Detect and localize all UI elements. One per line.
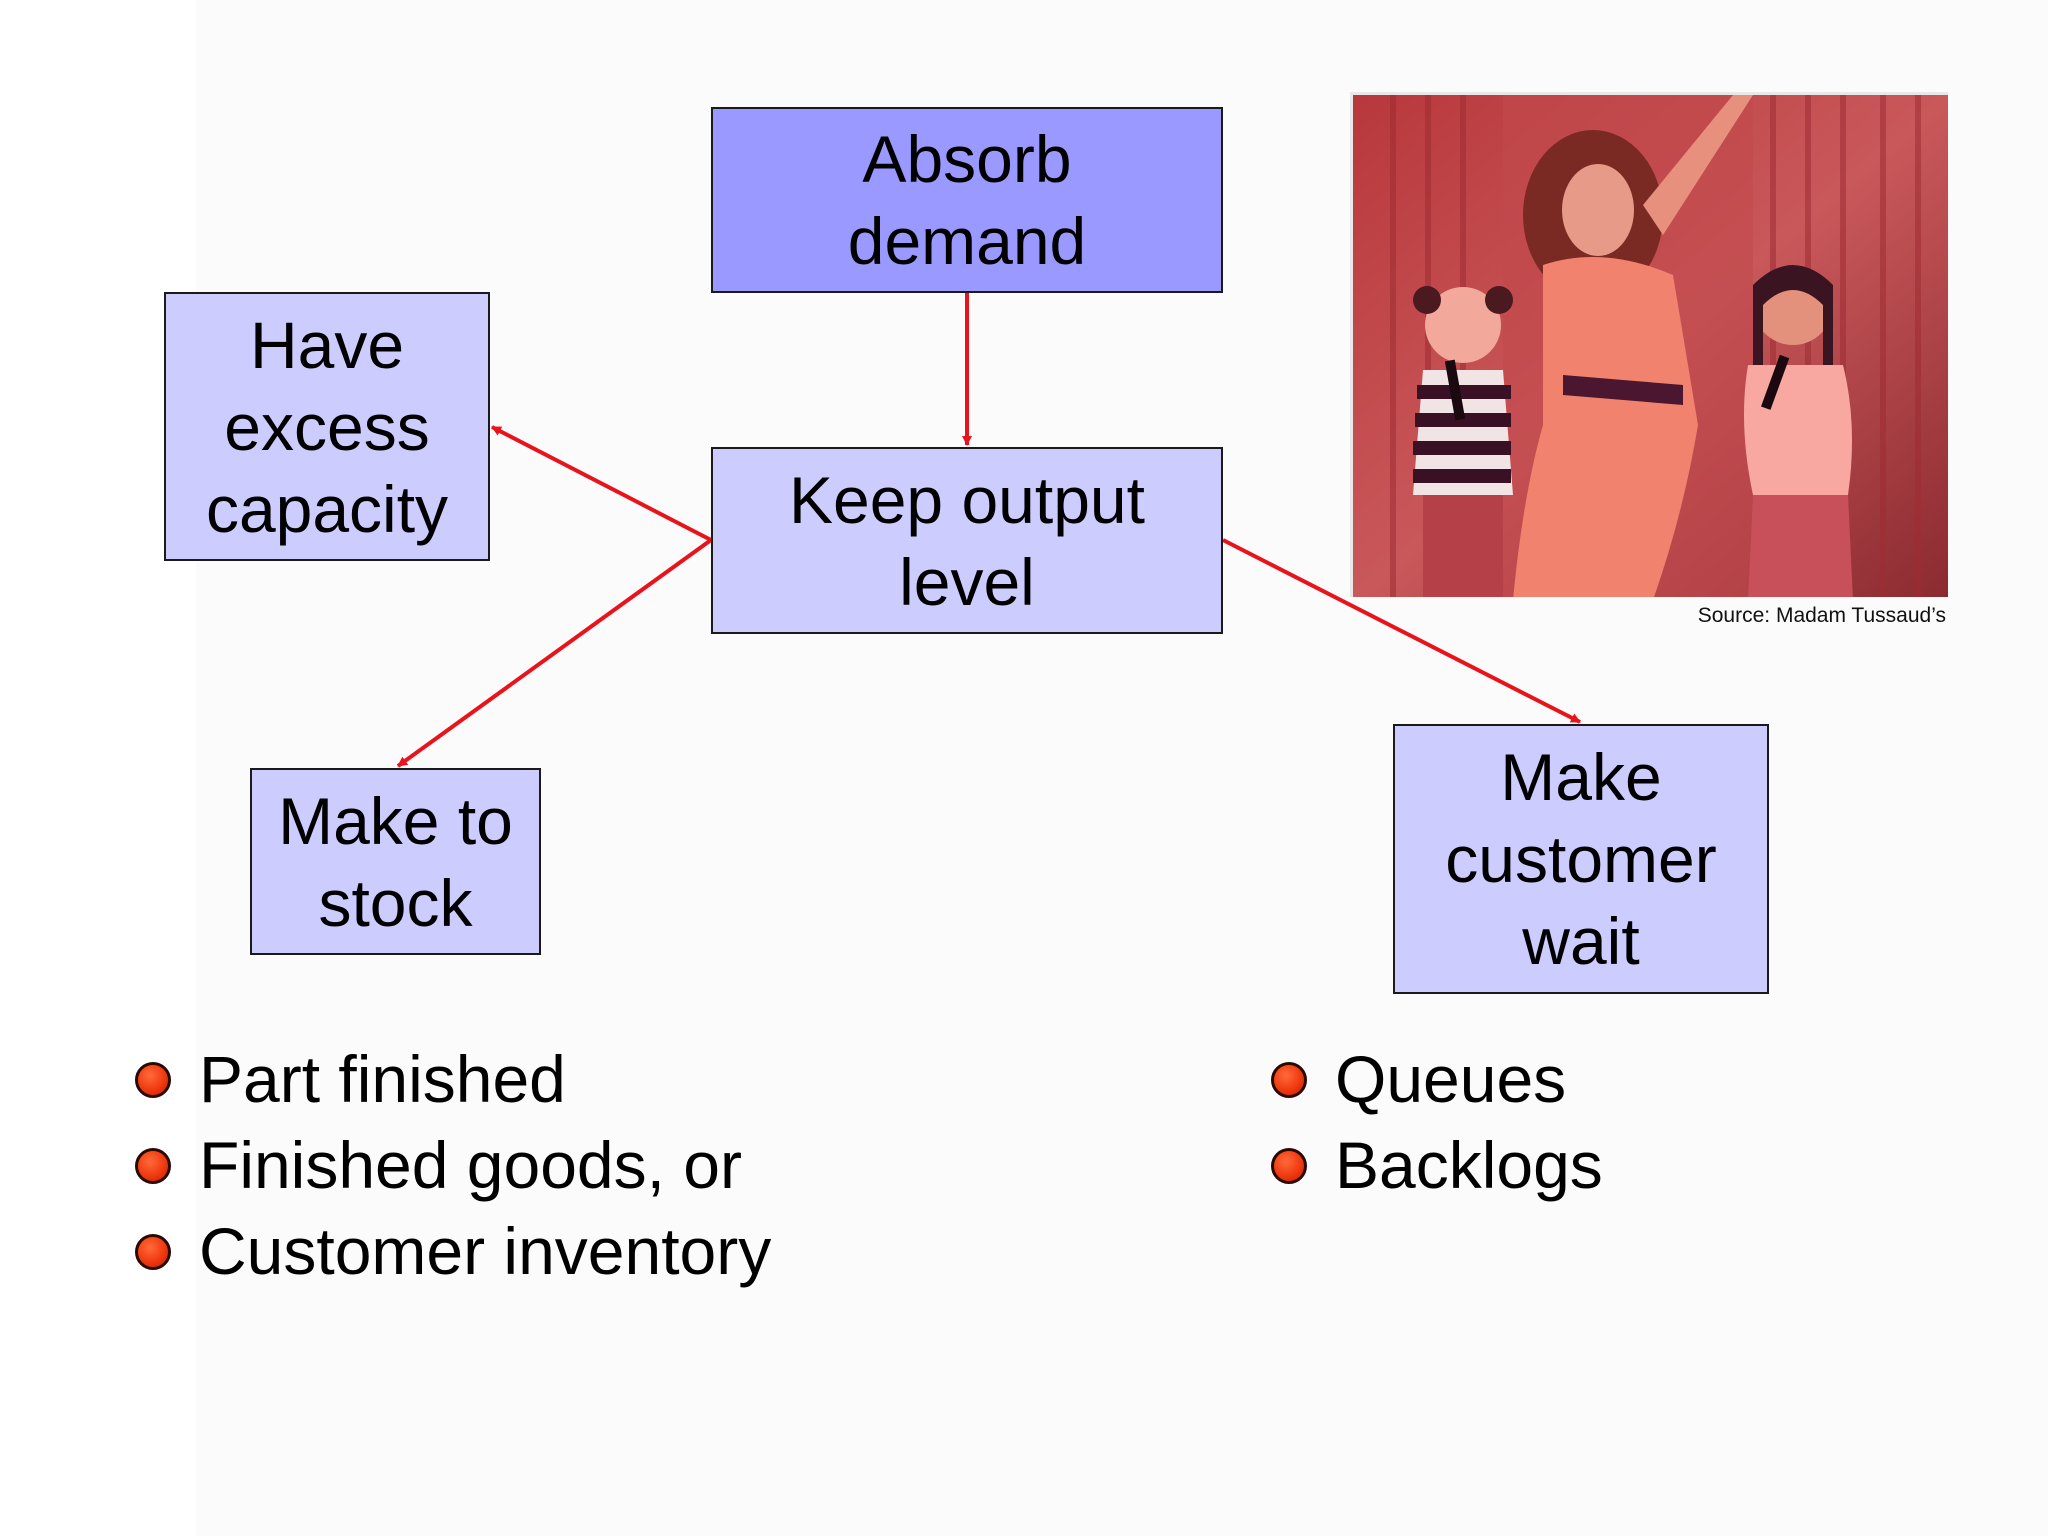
excess-capacity-box: Have excess capacity bbox=[164, 292, 490, 561]
bullet-dot-icon bbox=[135, 1234, 171, 1270]
list-item: Finished goods, or bbox=[135, 1122, 771, 1208]
photo-illustration bbox=[1353, 95, 1948, 597]
list-item-text: Backlogs bbox=[1335, 1128, 1603, 1202]
list-item-text: Queues bbox=[1335, 1042, 1567, 1116]
absorb-demand-box: Absorb demand bbox=[711, 107, 1223, 293]
customer-wait-label: Make customer wait bbox=[1445, 740, 1717, 978]
list-item-text: Part finished bbox=[199, 1042, 566, 1116]
wait-options-list: Queues Backlogs bbox=[1271, 1036, 1603, 1208]
keep-output-level-box: Keep output level bbox=[711, 447, 1223, 634]
stock-options-list: Part finished Finished goods, or Custome… bbox=[135, 1036, 771, 1294]
wax-figures-photo bbox=[1350, 92, 1948, 597]
absorb-demand-label: Absorb demand bbox=[847, 122, 1087, 278]
list-item: Queues bbox=[1271, 1036, 1603, 1122]
list-item: Backlogs bbox=[1271, 1122, 1603, 1208]
bullet-dot-icon bbox=[135, 1148, 171, 1184]
bullet-dot-icon bbox=[1271, 1148, 1307, 1184]
bullet-dot-icon bbox=[1271, 1062, 1307, 1098]
list-item-text: Finished goods, or bbox=[199, 1128, 742, 1202]
list-item: Part finished bbox=[135, 1036, 771, 1122]
photo-source-caption: Source: Madam Tussaud’s bbox=[1697, 604, 1946, 627]
make-to-stock-box: Make to stock bbox=[250, 768, 541, 955]
excess-capacity-label: Have excess capacity bbox=[205, 307, 449, 546]
list-item: Customer inventory bbox=[135, 1208, 771, 1294]
customer-wait-box: Make customer wait bbox=[1393, 724, 1769, 994]
list-item-text: Customer inventory bbox=[199, 1214, 772, 1288]
keep-output-level-label: Keep output level bbox=[789, 462, 1145, 619]
bullet-dot-icon bbox=[135, 1062, 171, 1098]
make-to-stock-label: Make to stock bbox=[278, 783, 513, 940]
